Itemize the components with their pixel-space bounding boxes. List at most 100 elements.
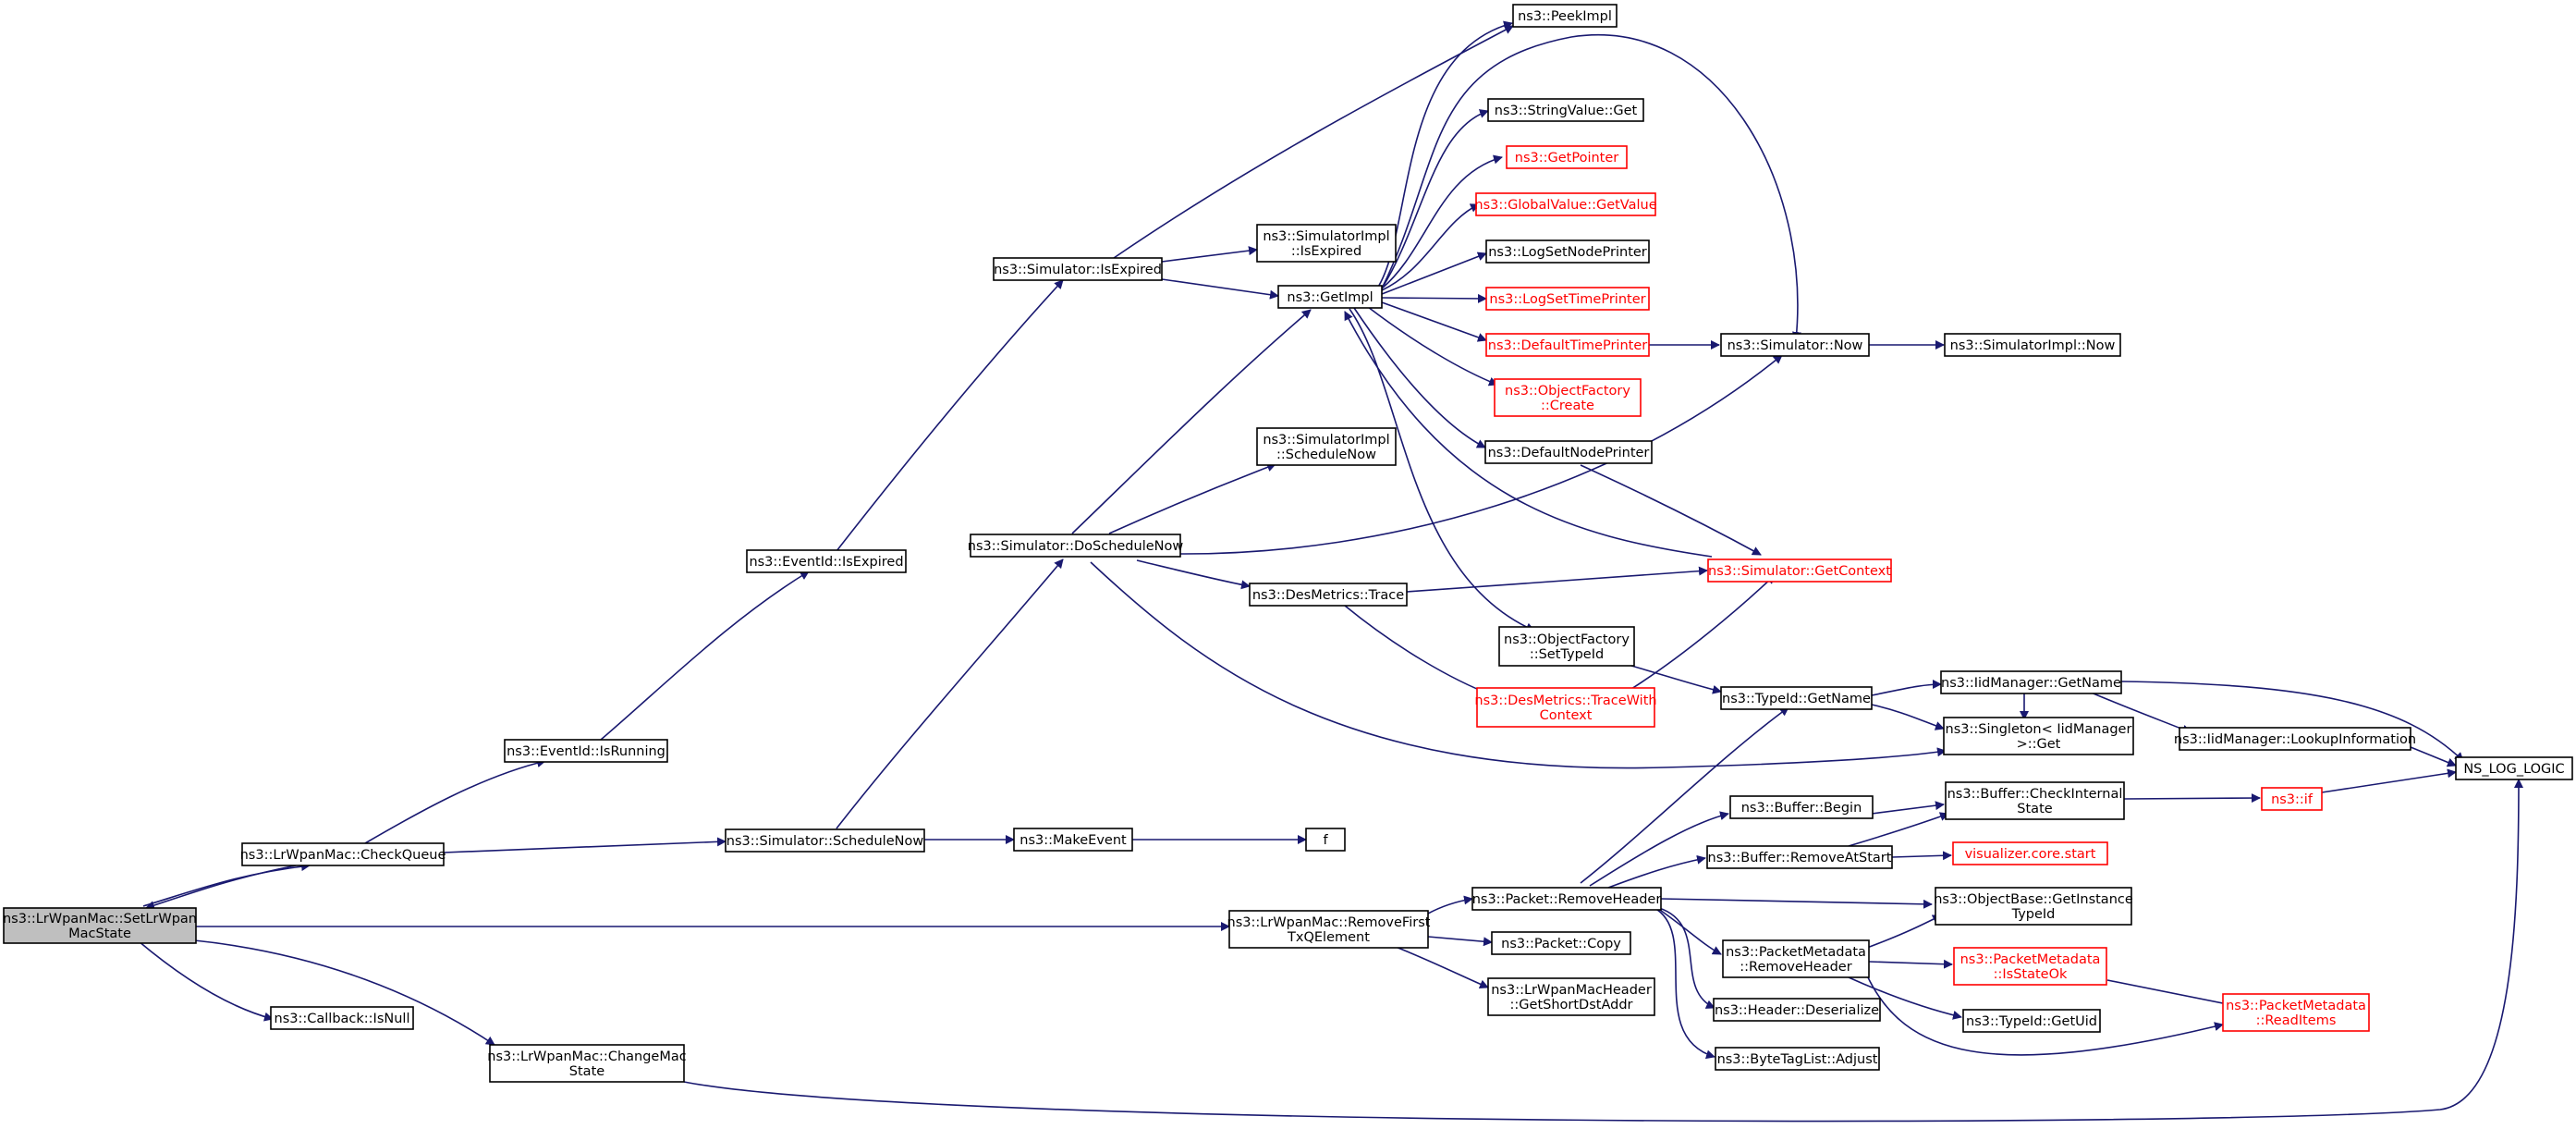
node-label: ns3::PacketMetadata — [1726, 945, 1866, 960]
node-label: ns3::LrWpanMac::SetLrWpan — [3, 912, 197, 927]
node-f[interactable]: f — [1305, 828, 1346, 852]
node-packetcopy[interactable]: ns3::Packet::Copy — [1491, 931, 1631, 955]
node-doschedulenow[interactable]: ns3::Simulator::DoScheduleNow — [968, 534, 1184, 558]
node-label: ns3::MakeEvent — [1019, 833, 1127, 848]
node-label: ns3::LogSetTimePrinter — [1489, 292, 1645, 307]
node-nsloglogic[interactable]: NS_LOG_LOGIC — [2455, 756, 2573, 780]
edge-bufferbegin-checkinternal — [1871, 801, 1945, 815]
node-simimplschedulenow[interactable]: ns3::SimulatorImpl::ScheduleNow — [1256, 427, 1397, 466]
edge-packetremoveheader-typeidgetname — [1580, 706, 1789, 884]
node-packetmetadataisstateok[interactable]: ns3::PacketMetadata::IsStateOk — [1953, 947, 2107, 986]
node-box — [1484, 440, 1653, 464]
edge-defaultnodeprinter-getcontext — [1580, 464, 1762, 556]
node-typeidgetuid[interactable]: ns3::TypeId::GetUid — [1962, 1009, 2101, 1033]
node-simulatorimplnow[interactable]: ns3::SimulatorImpl::Now — [1944, 333, 2121, 357]
node-packetmetadatareaditems[interactable]: ns3::PacketMetadata::ReadItems — [2222, 993, 2370, 1032]
node-nsif[interactable]: ns3::if — [2261, 787, 2323, 811]
node-bytetaglistadjust[interactable]: ns3::ByteTagList::Adjust — [1715, 1047, 1880, 1071]
node-objectfactorysettypeid[interactable]: ns3::ObjectFactory::SetTypeId — [1498, 626, 1635, 667]
node-box — [1485, 287, 1650, 311]
node-label: ns3::LrWpanMacHeader — [1491, 983, 1652, 998]
node-label: ns3::TypeId::GetUid — [1966, 1014, 2097, 1029]
node-logsetnodeprinter[interactable]: ns3::LogSetNodePrinter — [1485, 239, 1650, 264]
node-box — [241, 842, 445, 866]
node-checkqueue[interactable]: ns3::LrWpanMac::CheckQueue — [240, 842, 446, 866]
edge-isstateok-readitems — [2106, 979, 2238, 1010]
node-box — [1487, 98, 1644, 122]
node-box — [1713, 998, 1881, 1022]
node-iidmanagergetname[interactable]: ns3::IidManager::GetName — [1940, 670, 2122, 694]
node-globalvaluegetvalue[interactable]: ns3::GlobalValue::GetValue — [1474, 192, 1657, 216]
edge-changemac-nsloglogic — [683, 779, 2523, 1123]
node-box — [1471, 887, 1662, 911]
node-typeidgetname[interactable]: ns3::TypeId::GetName — [1720, 686, 1873, 710]
node-stringvalueget[interactable]: ns3::StringValue::Get — [1487, 98, 1644, 122]
node-peekimpl[interactable]: ns3::PeekImpl — [1512, 4, 1618, 28]
node-headerdeserialize[interactable]: ns3::Header::Deserialize — [1713, 998, 1881, 1022]
node-box — [746, 549, 907, 573]
node-label: ns3::LrWpanMac::RemoveFirst — [1227, 915, 1431, 930]
edge-schedulenow-doschedulenow — [836, 558, 1064, 829]
node-objectfactorycreate[interactable]: ns3::ObjectFactory::Create — [1494, 378, 1642, 417]
node-label: ns3::PacketMetadata — [1960, 952, 2101, 967]
node-label: ns3::Buffer::Begin — [1741, 801, 1862, 816]
node-bufferbegin[interactable]: ns3::Buffer::Begin — [1729, 795, 1874, 819]
node-bufferremoveatstart[interactable]: ns3::Buffer::RemoveAtStart — [1706, 845, 1893, 869]
node-label: ns3::Packet::RemoveHeader — [1472, 892, 1662, 907]
node-defaultnodeprinter[interactable]: ns3::DefaultNodePrinter — [1484, 440, 1653, 464]
edge-packetremoveheader-bytetaglistadjust — [1654, 907, 1715, 1060]
edge-isrunning-evtisexpired — [600, 571, 810, 741]
node-label: ns3::Header::Deserialize — [1715, 1003, 1879, 1018]
node-box — [1952, 841, 2108, 865]
node-box — [1256, 224, 1397, 263]
node-label: State — [2017, 802, 2052, 816]
node-simulatornow[interactable]: ns3::Simulator::Now — [1720, 333, 1870, 357]
node-evtisexpired[interactable]: ns3::EventId::IsExpired — [746, 549, 907, 573]
node-label: ns3::DesMetrics::Trace — [1252, 588, 1404, 603]
node-isnull[interactable]: ns3::Callback::IsNull — [270, 1006, 414, 1030]
node-logsettimeprinter[interactable]: ns3::LogSetTimePrinter — [1485, 287, 1650, 311]
node-simisexpired[interactable]: ns3::Simulator::IsExpired — [993, 257, 1163, 281]
node-schedulenow[interactable]: ns3::Simulator::ScheduleNow — [725, 828, 925, 853]
node-label: ns3::LogSetNodePrinter — [1488, 245, 1647, 260]
node-getimpl[interactable]: ns3::GetImpl — [1277, 285, 1383, 309]
node-label: ns3::PacketMetadata — [2226, 999, 2366, 1013]
edge-packetremoveheader-bufferbegin — [1589, 811, 1729, 887]
edge-doschedulenow-simimplschedulenow — [1108, 462, 1276, 534]
node-label: ns3::IidManager::GetName — [1941, 676, 2121, 691]
edge-doschedulenow-getimpl — [1071, 309, 1312, 534]
node-box — [1512, 4, 1618, 28]
node-desmetricstrace[interactable]: ns3::DesMetrics::Trace — [1249, 583, 1408, 607]
node-packetmetadataremoveheader[interactable]: ns3::PacketMetadata::RemoveHeader — [1722, 939, 1870, 978]
edge-typeidgetname-iidmanagergetname — [1871, 680, 1942, 696]
node-box — [1720, 333, 1870, 357]
node-iidmanagerlookup[interactable]: ns3::IidManager::LookupInformation — [2174, 727, 2416, 751]
edge-doschedulenow-singletonget — [1090, 561, 1947, 769]
node-label: ::RemoveHeader — [1740, 960, 1851, 975]
node-box — [1729, 795, 1874, 819]
node-label: ns3::IidManager::LookupInformation — [2174, 732, 2416, 747]
node-simulatorgetcontext[interactable]: ns3::Simulator::GetContext — [1707, 558, 1892, 583]
edge-removefirst-getshortdstaddr — [1395, 946, 1489, 989]
node-box — [3, 907, 197, 944]
node-isrunning[interactable]: ns3::EventId::IsRunning — [504, 739, 668, 763]
edge-packetremoveheader-metadataremoveheader — [1654, 905, 1722, 955]
node-defaulttimeprinter[interactable]: ns3::DefaultTimePrinter — [1485, 333, 1650, 357]
node-getpointer[interactable]: ns3::GetPointer — [1506, 145, 1628, 169]
node-singletonget[interactable]: ns3::Singleton< IidManager >::Get — [1943, 717, 2134, 755]
node-simimplisexpired[interactable]: ns3::SimulatorImpl::IsExpired — [1256, 224, 1397, 263]
node-label: ::GetShortDstAddr — [1510, 998, 1633, 1012]
node-makeevent[interactable]: ns3::MakeEvent — [1013, 828, 1133, 852]
edge-root-isnull — [138, 940, 274, 1022]
node-visualizercorestart[interactable]: visualizer.core.start — [1952, 841, 2108, 865]
node-box — [1506, 145, 1628, 169]
node-label: ns3::GlobalValue::GetValue — [1474, 198, 1656, 213]
node-packetremoveheader[interactable]: ns3::Packet::RemoveHeader — [1471, 887, 1662, 911]
node-getshortdstaddr[interactable]: ns3::LrWpanMacHeader::GetShortDstAddr — [1487, 977, 1655, 1016]
